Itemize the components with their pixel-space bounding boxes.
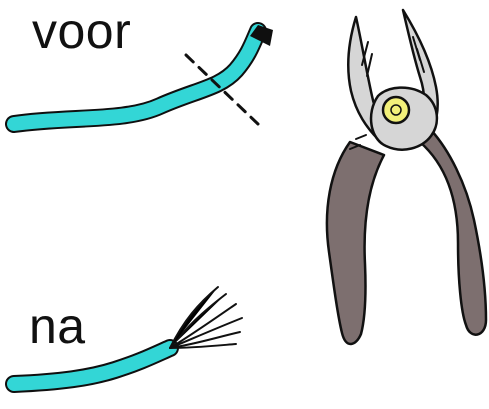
- pliers-icon: [327, 10, 486, 344]
- stripped-wire-icon: [14, 287, 242, 384]
- wire-before-icon: [14, 25, 273, 124]
